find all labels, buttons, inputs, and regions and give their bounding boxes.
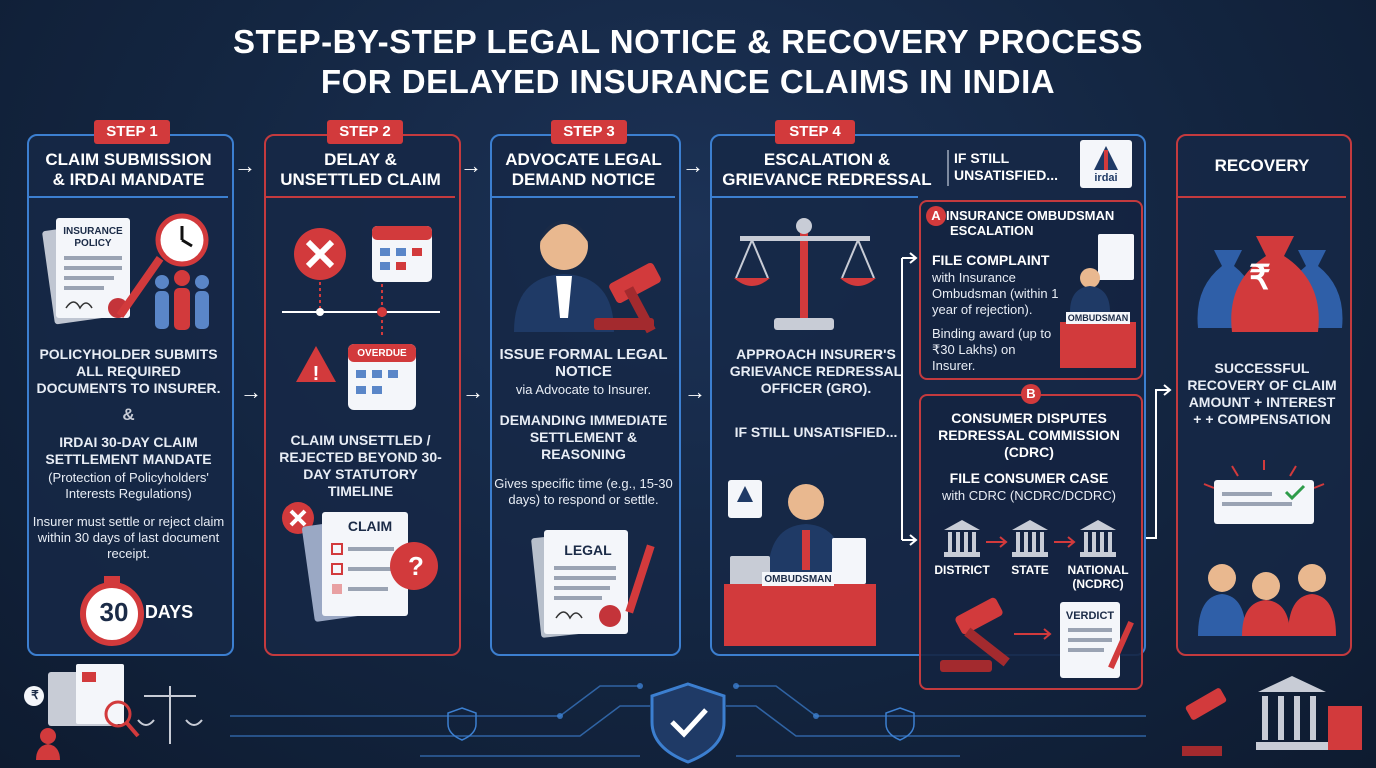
option-a-title-line-1: INSURANCE OMBUDSMAN: [946, 208, 1115, 223]
step-4-heading: ESCALATION & GRIEVANCE REDRESSAL: [714, 150, 940, 190]
option-a-title: INSURANCE OMBUDSMAN ESCALATION: [946, 208, 1136, 238]
claim-label: CLAIM: [347, 518, 393, 534]
step-1-text-3: (Protection of Policyholders' Interests …: [48, 470, 209, 501]
arrow-3-4-top: →: [682, 153, 704, 178]
step-2-heading-line-2: UNSETTLED CLAIM: [280, 170, 441, 189]
verdict-label: VERDICT: [1065, 610, 1115, 622]
step-4-badge: STEP 4: [775, 120, 855, 144]
step-3-text-4: Gives specific time (e.g., 15-30 days) t…: [494, 476, 673, 507]
step-4-divider: [712, 196, 918, 198]
gavel-verdict-icon: [940, 597, 1134, 678]
step-2-heading-line-1: DELAY &: [324, 150, 397, 169]
option-a-text-2: Binding award (up to ₹30 Lakhs) on Insur…: [932, 326, 1052, 373]
arrow-2-3-middle: →: [462, 379, 484, 404]
step-1-text-1: POLICYHOLDER SUBMITS ALL REQUIRED DOCUME…: [36, 346, 221, 396]
warning-mark: !: [312, 363, 320, 385]
arrow-4-recovery: [1146, 384, 1172, 539]
step-4-text-1: APPROACH INSURER'S GRIEVANCE REDRESSAL O…: [729, 346, 903, 396]
money-bags-icon: [1197, 236, 1343, 332]
arrow-1-2-middle: →: [240, 379, 262, 404]
step-3-divider: [492, 196, 675, 198]
irdai-logo-icon: [1080, 140, 1132, 188]
step-1-amp: &: [122, 405, 135, 424]
question-mark: ?: [408, 551, 424, 581]
bottom-rupee-symbol: ₹: [31, 688, 39, 702]
option-a-title-line-2: ESCALATION: [950, 223, 1034, 238]
policy-label-1: INSURANCE: [63, 226, 123, 237]
desk-ombudsman-sign: OMBUDSMAN: [764, 574, 832, 585]
legal-label: LEGAL: [564, 542, 612, 558]
branch-arrows: [901, 252, 918, 546]
step-3-badge: STEP 3: [551, 120, 627, 144]
arrow-2-3-top: →: [460, 153, 482, 178]
option-a-text-1: with Insurance Ombudsman (within 1 year …: [932, 270, 1059, 317]
step-2-heading: DELAY & UNSETTLED CLAIM: [270, 150, 451, 190]
option-b-badge: B: [1021, 384, 1041, 404]
step-2-badge: STEP 2: [327, 120, 403, 144]
timer-value: 30: [99, 597, 129, 627]
cheque-icon: [1203, 460, 1325, 524]
option-a-subtitle: FILE COMPLAINT: [932, 252, 1050, 268]
scales-of-justice-icon: [734, 218, 876, 330]
timeline-icon: [282, 226, 440, 336]
step-1-text-4: Insurer must settle or reject claim with…: [32, 514, 225, 561]
recovery-text-1: SUCCESSFUL RECOVERY OF CLAIM AMOUNT + IN…: [1187, 360, 1337, 427]
option-b-title: CONSUMER DISPUTES REDRESSAL COMMISSION (…: [938, 410, 1120, 460]
step-4-heading-line-2: GRIEVANCE REDRESSAL: [722, 170, 932, 189]
policy-label: INSURANCE POLICY: [58, 226, 128, 250]
policy-document-icon: [42, 218, 164, 325]
ombudsman-desk-icon: [724, 480, 876, 646]
option-a-badge: A: [926, 206, 946, 226]
step-3-text-2: via Advocate to Insurer.: [515, 382, 652, 397]
step-1-heading: CLAIM SUBMISSION & IRDAI MANDATE: [32, 150, 225, 190]
irdai-logo-text: irdai: [1094, 172, 1118, 184]
step-2-divider: [266, 196, 455, 198]
recovery-heading: RECOVERY: [1214, 156, 1310, 175]
step-1-divider: [29, 196, 228, 198]
step-4-text-2: IF STILL UNSATISFIED...: [734, 424, 898, 440]
step-1-text-2: IRDAI 30-DAY CLAIM SETTLEMENT MANDATE: [45, 434, 212, 467]
step-3-heading-line-1: ADVOCATE LEGAL: [505, 150, 662, 169]
option-b-subtitle: FILE CONSUMER CASE: [949, 470, 1109, 486]
step-4-side-note: IF STILL UNSATISFIED...: [954, 150, 1074, 184]
step-3-heading-line-2: DEMAND NOTICE: [511, 170, 656, 189]
title-line-2: FOR DELAYED INSURANCE CLAIMS IN INDIA: [320, 63, 1056, 100]
court-hierarchy-icon: [944, 520, 1116, 557]
step-4-side-line-2: UNSATISFIED...: [954, 167, 1058, 183]
step-1-badge: STEP 1: [94, 120, 170, 144]
claim-document-icon: [282, 502, 438, 622]
overdue-label: OVERDUE: [357, 348, 407, 359]
step-1-heading-line-1: CLAIM SUBMISSION: [45, 150, 212, 169]
step-4-heading-line-1: ESCALATION &: [763, 150, 891, 169]
court-level-national: NATIONAL (NCDRC): [1067, 563, 1129, 591]
rupee-symbol: ₹: [1249, 259, 1271, 297]
legal-document-icon: [531, 530, 655, 638]
step-3-heading: ADVOCATE LEGAL DEMAND NOTICE: [494, 150, 673, 190]
step-4-side-line-1: IF STILL: [954, 150, 1010, 166]
circuit-decoration: [24, 664, 1362, 764]
step-4-heading-separator: [947, 150, 949, 186]
stopwatch-icon: [80, 576, 144, 646]
advocate-icon: [514, 220, 661, 334]
page-title: STEP-BY-STEP LEGAL NOTICE & RECOVERY PRO…: [0, 22, 1376, 102]
policy-label-2: POLICY: [74, 238, 112, 249]
option-b-text-1: with CDRC (NCDRC/DCDRC): [941, 488, 1117, 503]
court-level-state: STATE: [1011, 563, 1049, 577]
option-a-ombudsman-sign: OMBUDSMAN: [1067, 313, 1129, 323]
court-level-district: DISTRICT: [934, 563, 990, 577]
step-3-text-3: DEMANDING IMMEDIATE SETTLEMENT & REASONI…: [499, 412, 668, 462]
arrow-3-4-middle: →: [684, 379, 706, 404]
family-icon: [1198, 564, 1336, 636]
timer-label: DAYS: [144, 602, 194, 622]
step-2-text-1: CLAIM UNSETTLED / REJECTED BEYOND 30-DAY…: [279, 432, 442, 499]
title-line-1: STEP-BY-STEP LEGAL NOTICE & RECOVERY PRO…: [232, 23, 1144, 60]
step-3-text-1: ISSUE FORMAL LEGAL NOTICE: [499, 346, 668, 380]
clock-people-icon: [155, 213, 209, 330]
option-a-ombudsman-icon: [1060, 234, 1136, 368]
step-1-heading-line-2: & IRDAI MANDATE: [52, 170, 205, 189]
recovery-divider: [1178, 196, 1346, 198]
arrow-1-2-top: →: [234, 153, 256, 178]
overdue-calendar-icon: [296, 344, 416, 410]
